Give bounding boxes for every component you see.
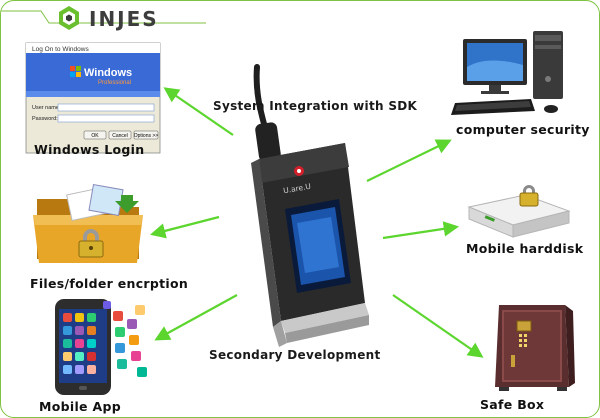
svg-text:User name:: User name: xyxy=(32,105,61,111)
locked-folder-icon xyxy=(33,184,143,263)
svg-text:OK: OK xyxy=(91,133,99,139)
mobile-harddisk-label: Mobile harddisk xyxy=(466,241,584,256)
computer-security-label: computer security xyxy=(456,122,590,137)
fingerprint-reader: U.are.U xyxy=(251,64,369,347)
files-folder-label: Files/folder encrption xyxy=(30,276,189,291)
safe-box-icon xyxy=(495,305,575,391)
desktop-computer-icon xyxy=(451,31,563,115)
windows-login-screenshot: Log On to Windows Windows Professional U… xyxy=(25,42,161,154)
arrow-to-mobile-harddisk xyxy=(382,221,460,240)
safe-box-label: Safe Box xyxy=(480,397,545,412)
arrow-to-safe-box xyxy=(392,294,484,358)
logo-text: INJES xyxy=(89,7,159,31)
arrow-to-files-folder xyxy=(150,215,220,239)
windows-login-label: Windows Login xyxy=(34,142,145,157)
hard-disk-icon xyxy=(467,185,571,238)
svg-text:Windows: Windows xyxy=(84,67,132,79)
mobile-phone-icon xyxy=(55,299,147,395)
secondary-development-caption: Secondary Development xyxy=(209,348,381,362)
sdk-integration-caption: System Integration with SDK xyxy=(213,99,418,113)
mobile-app-label: Mobile App xyxy=(39,399,121,414)
arrow-to-computer-security xyxy=(366,139,452,182)
arrow-to-mobile-app xyxy=(154,294,238,341)
arrow-to-windows-login xyxy=(163,87,234,136)
logo-icon xyxy=(1,6,206,30)
svg-text:Professional: Professional xyxy=(98,80,131,86)
svg-text:Options >>: Options >> xyxy=(134,133,159,139)
logo: INJES xyxy=(1,1,206,35)
svg-text:Password:: Password: xyxy=(32,116,58,122)
svg-text:Log On to Windows: Log On to Windows xyxy=(32,46,89,53)
svg-text:Cancel: Cancel xyxy=(112,133,128,139)
